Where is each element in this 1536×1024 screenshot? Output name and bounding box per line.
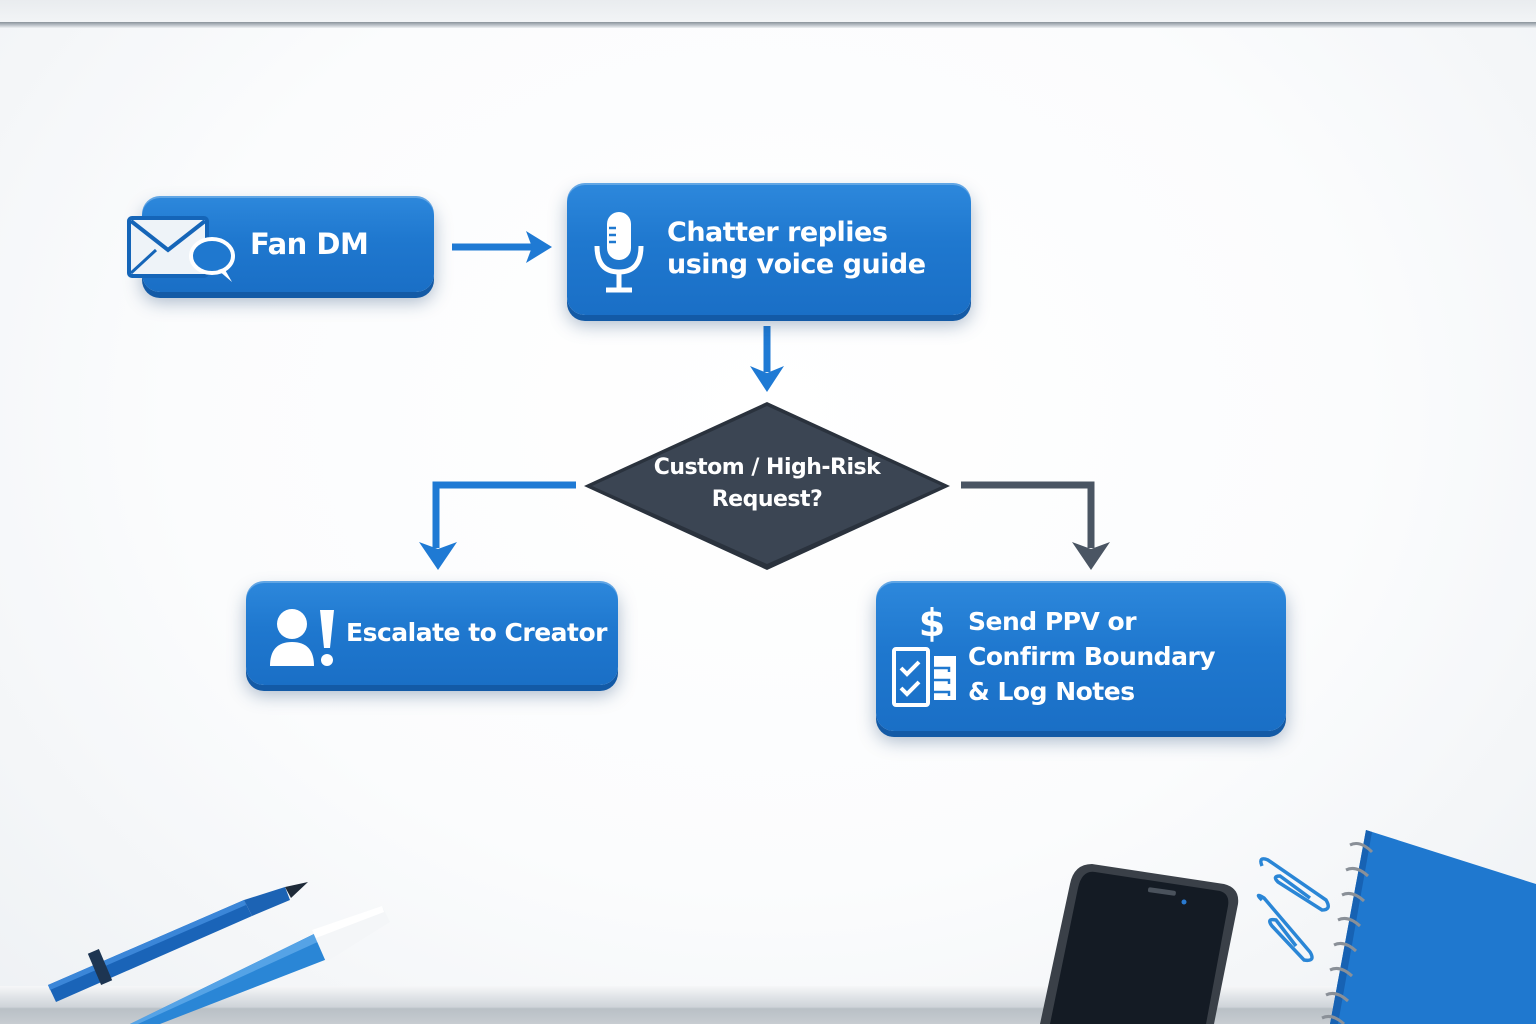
- label-line-1: Send PPV or: [968, 606, 1137, 636]
- decision-label: Custom / High-Risk Request?: [582, 452, 952, 516]
- svg-text:$: $: [919, 601, 945, 642]
- node-chatter-replies-label: Chatter replies using voice guide: [667, 217, 926, 282]
- arrow-decision-to-ppv: [961, 481, 1110, 570]
- decision-diamond-shape: [584, 402, 950, 570]
- microphone-icon: [594, 212, 644, 293]
- envelope-chat-icon: [127, 216, 235, 282]
- arrow-fan-dm-to-chatter: [452, 231, 552, 263]
- whiteboard-top-frame: [0, 22, 1536, 28]
- blue-marker: [48, 882, 308, 1002]
- node-escalate-label: Escalate to Creator: [346, 618, 607, 647]
- node-fan-dm-label: Fan DM: [250, 226, 369, 261]
- arrow-chatter-to-decision: [750, 326, 784, 392]
- decision-custom-high-risk[interactable]: Custom / High-Risk Request?: [582, 400, 952, 572]
- blue-paper-clips: [1256, 857, 1330, 963]
- arrow-decision-to-escalate: [419, 481, 576, 570]
- blue-marker-with-white-cap: [130, 906, 390, 1024]
- node-chatter-replies[interactable]: Chatter replies using voice guide: [567, 183, 971, 315]
- label-line-2: Request?: [711, 486, 823, 512]
- whiteboard-tray: [0, 986, 1536, 1024]
- node-send-ppv-label: Send PPV or Confirm Boundary & Log Notes: [968, 604, 1216, 709]
- wall-strip: [0, 0, 1536, 22]
- label-line-1: Chatter replies: [667, 216, 888, 248]
- checklist-icon: [892, 647, 956, 707]
- label-line-1: Custom / High-Risk: [653, 455, 881, 480]
- node-escalate-to-creator[interactable]: Escalate to Creator: [246, 581, 618, 685]
- label-line-3: & Log Notes: [968, 676, 1135, 706]
- label-line-2: Confirm Boundary: [968, 641, 1216, 671]
- label-line-2: using voice guide: [667, 249, 926, 280]
- smartphone: [1040, 864, 1239, 1024]
- blue-spiral-notebook: [1321, 830, 1536, 1024]
- user-alert-icon: [270, 609, 334, 666]
- dollar-icon: $: [919, 601, 945, 642]
